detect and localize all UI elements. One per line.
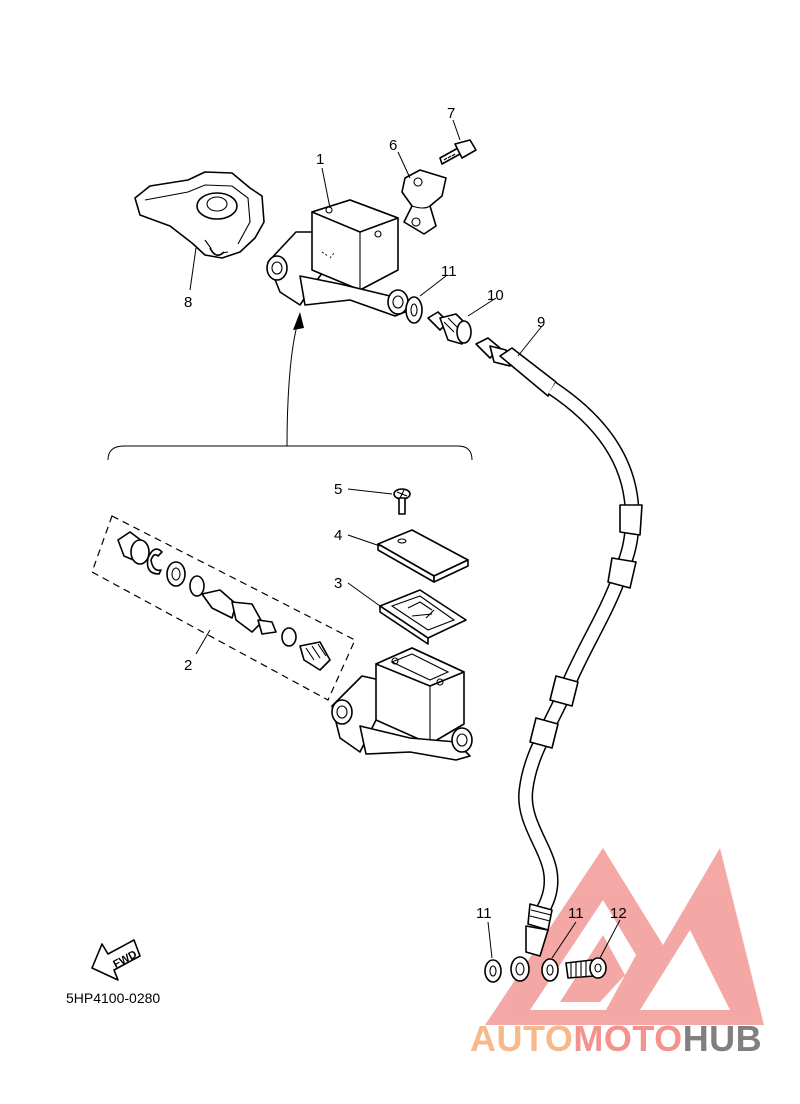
callout-2: 2	[184, 657, 192, 674]
callout-11-upper: 11	[441, 263, 457, 280]
callout-12: 12	[610, 905, 627, 922]
callout-8: 8	[184, 294, 192, 311]
brand-auto: AUTO	[470, 1018, 574, 1059]
callout-3: 3	[334, 575, 342, 592]
watermark-triangle-icon	[485, 848, 764, 1025]
brand-moto: MOTO	[573, 1018, 683, 1059]
diaphragm-part	[379, 589, 467, 645]
callout-11-lower-right: 11	[568, 905, 584, 922]
union-fitting-part	[427, 311, 472, 345]
cap-screw-part	[393, 488, 411, 515]
diagram-code: 5HP4100-0280	[66, 990, 161, 1006]
master-cylinder-lower-part	[331, 647, 473, 761]
copper-washer-lower-right-part	[541, 958, 559, 982]
callout-9: 9	[537, 314, 545, 331]
holder-bolt-part	[439, 139, 477, 165]
piston-kit-part	[91, 515, 356, 701]
brake-hose-part	[475, 337, 643, 982]
union-bolt-part	[565, 957, 607, 979]
reservoir-cap-part	[377, 529, 469, 583]
callout-10: 10	[487, 287, 504, 304]
callout-7: 7	[447, 105, 455, 122]
holder-part	[401, 169, 447, 235]
callout-1: 1	[316, 151, 324, 168]
callout-11-lower-left: 11	[476, 905, 492, 922]
copper-washer-lower-left-part	[484, 959, 502, 983]
callout-5: 5	[334, 481, 342, 498]
copper-washer-upper-part	[405, 296, 423, 324]
lever-cover-part	[134, 171, 265, 259]
callout-4: 4	[334, 527, 342, 544]
brand-hub: HUB	[682, 1018, 763, 1059]
callout-6: 6	[389, 137, 397, 154]
leader-lines	[189, 119, 621, 959]
master-cylinder-part	[266, 199, 409, 317]
assembly-bracket	[107, 312, 473, 461]
forward-arrow-icon: FWD	[91, 939, 141, 981]
watermark-brand: AUTOMOTOHUB	[470, 1018, 762, 1060]
